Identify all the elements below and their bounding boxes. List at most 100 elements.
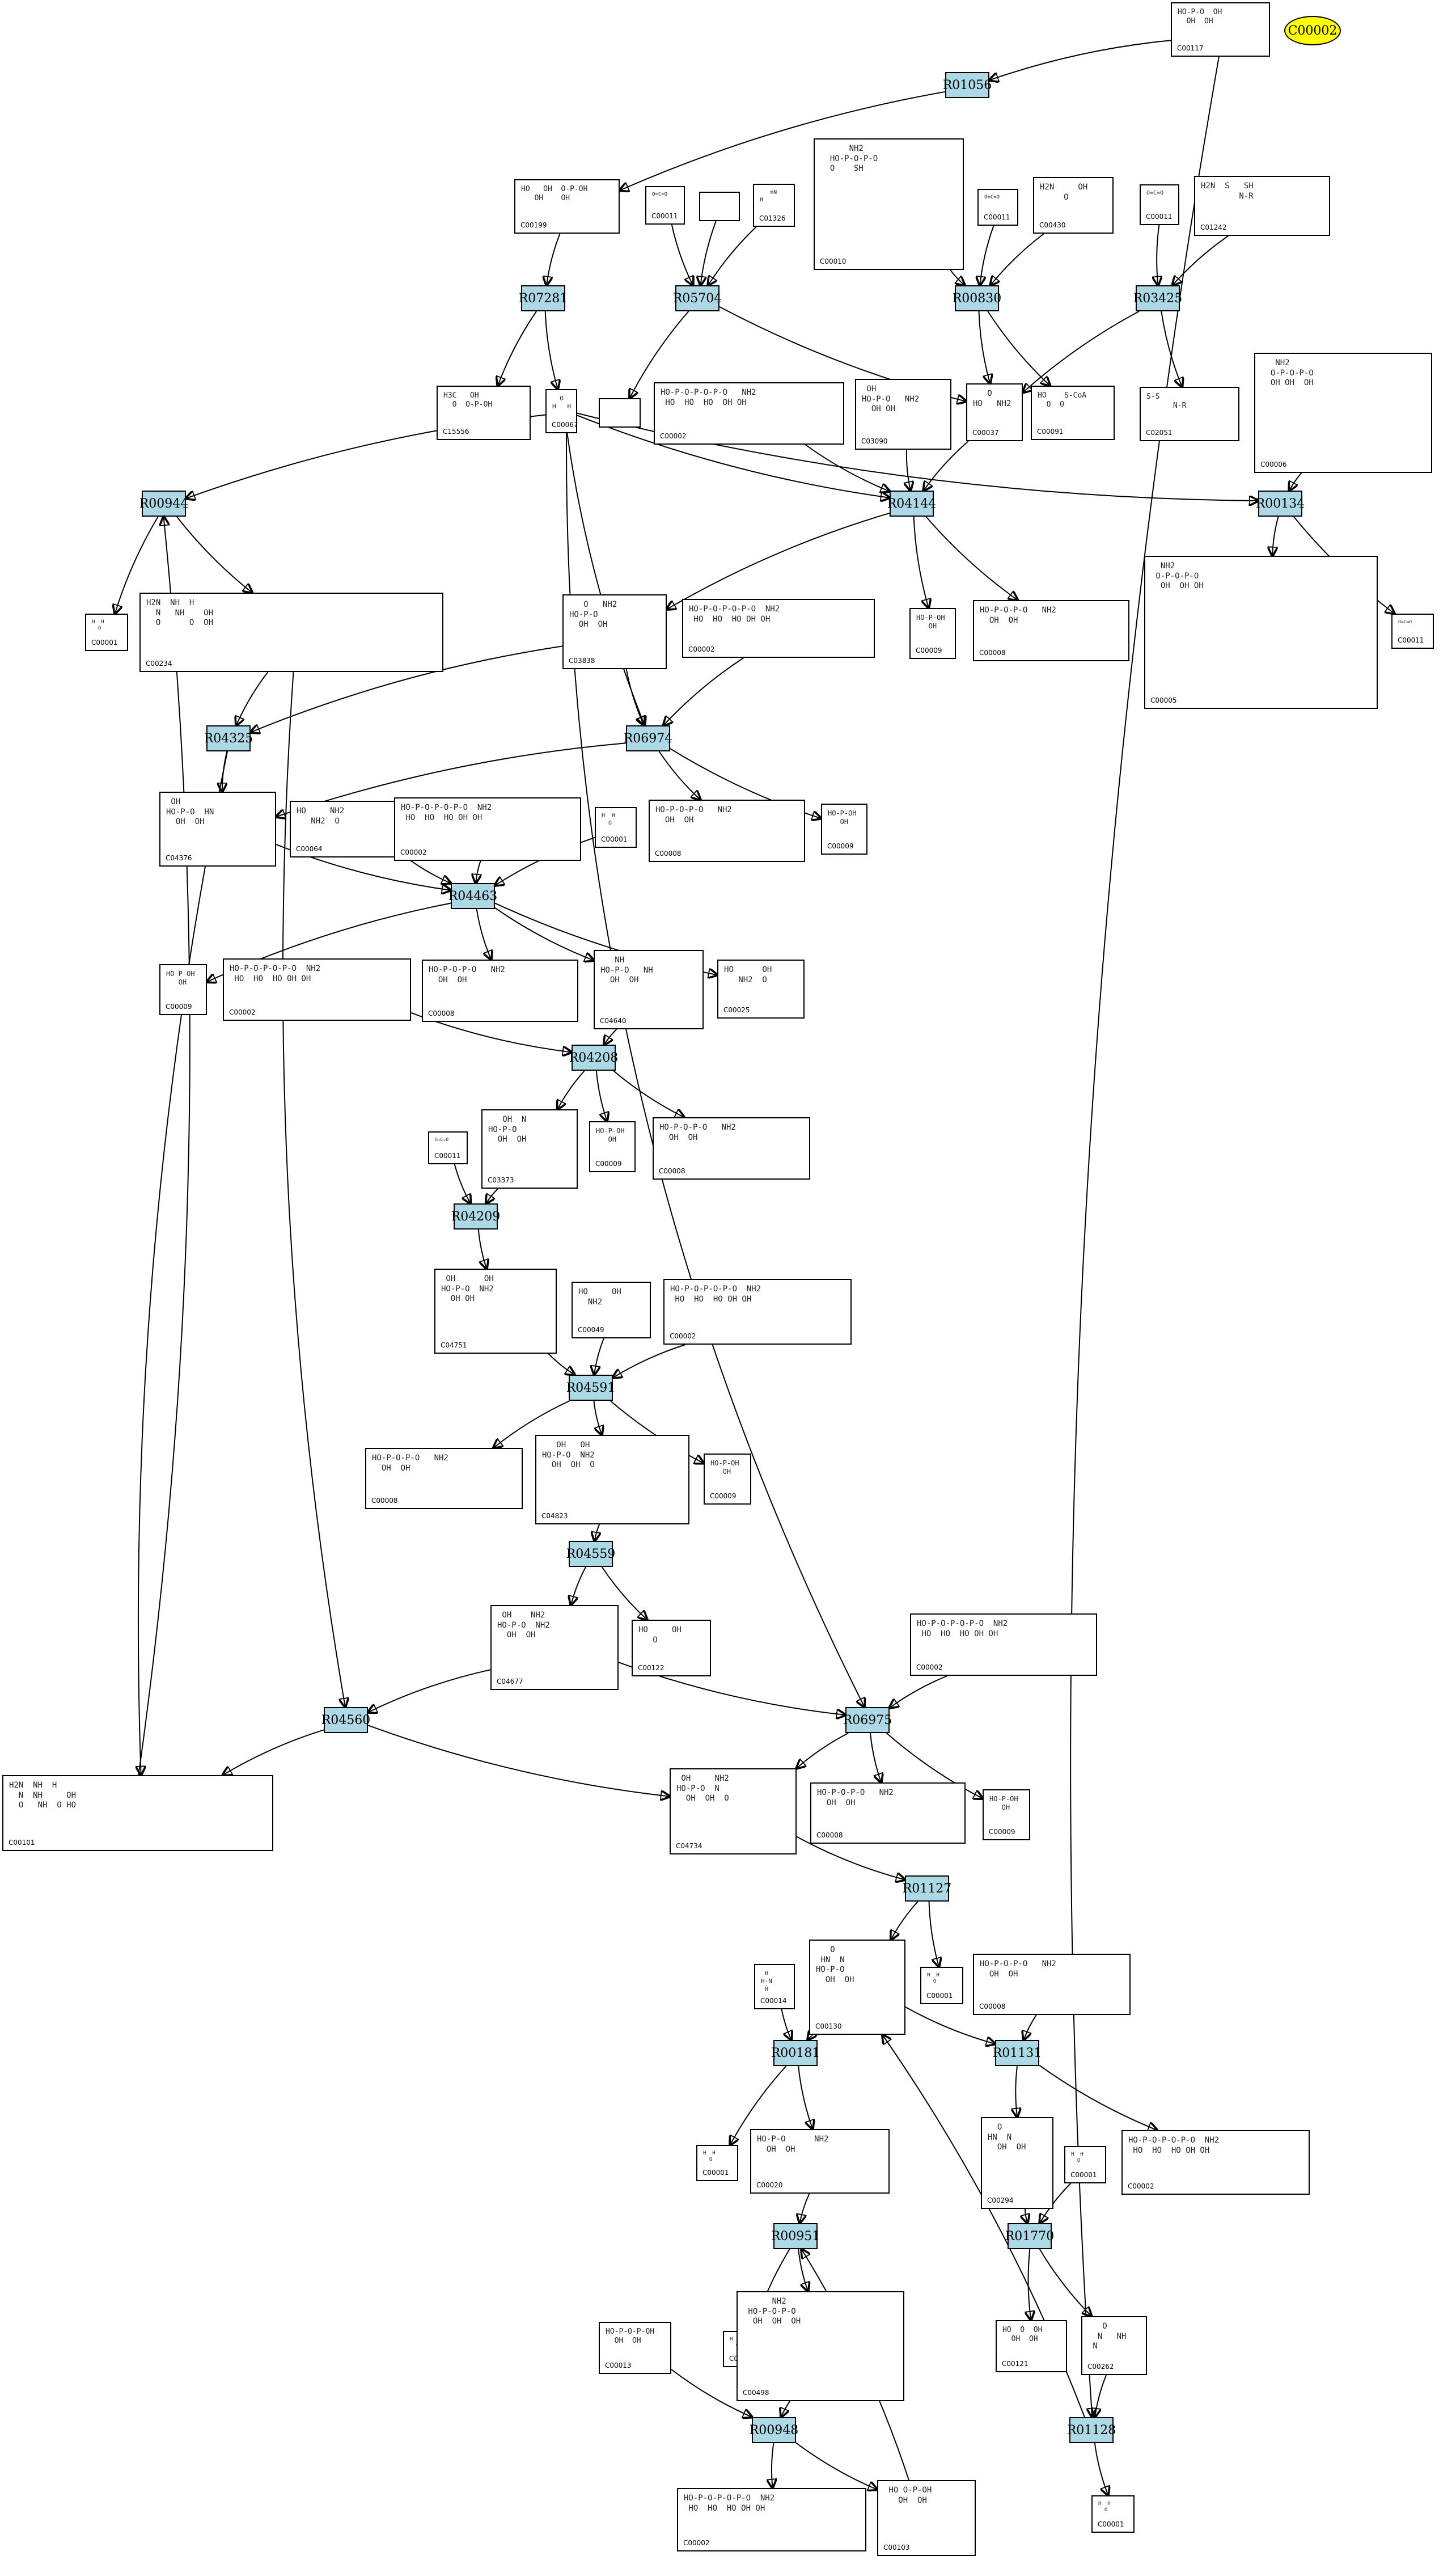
compound-id-label: C00001 <box>702 2169 729 2177</box>
edge-c37-R04208 <box>604 1029 617 1045</box>
reaction-R04560[interactable]: R04560 <box>321 1707 370 1733</box>
edge-R07281-c11 <box>498 311 537 386</box>
reaction-R01127[interactable]: R01127 <box>903 1875 951 1902</box>
reaction-R04144[interactable]: R04144 <box>887 491 936 517</box>
reaction-R00830[interactable]: R00830 <box>953 285 1001 311</box>
reaction-R00948[interactable]: R00948 <box>750 2417 798 2443</box>
reaction-R04208[interactable]: R04208 <box>569 1045 618 1071</box>
reaction-R07281[interactable]: R07281 <box>519 285 568 311</box>
reaction-R06975[interactable]: R06975 <box>843 1707 892 1733</box>
compound-structure: HO-P-O-P-OH OH OH <box>606 2327 655 2346</box>
reaction-R04559[interactable]: R04559 <box>566 1541 615 1567</box>
reaction-R03425[interactable]: R03425 <box>1133 285 1182 311</box>
reaction-R04325[interactable]: R04325 <box>204 725 253 751</box>
reaction-R01131[interactable]: R01131 <box>993 2040 1042 2066</box>
reaction-R04463[interactable]: R04463 <box>448 883 497 909</box>
reaction-R06974[interactable]: R06974 <box>624 725 672 751</box>
reaction-R05704[interactable]: R05704 <box>673 285 722 311</box>
reaction-R00951[interactable]: R00951 <box>771 2223 820 2249</box>
edge-R04560-c53 <box>367 1725 670 1796</box>
compound-node[interactable] <box>599 398 641 428</box>
reaction-R04209[interactable]: R04209 <box>451 1203 500 1230</box>
reaction-R00181[interactable]: R00181 <box>771 2040 820 2066</box>
reaction-R00134[interactable]: R00134 <box>1256 491 1305 517</box>
reaction-R00944[interactable]: R00944 <box>139 491 188 517</box>
compound-node[interactable] <box>699 192 740 221</box>
compound-structure: HO-P-O-P-O-P-O NH2 HO HO HO OH OH <box>917 1619 1008 1638</box>
reaction-R04591[interactable]: R04591 <box>566 1375 615 1401</box>
reaction-R01056[interactable]: R01056 <box>943 72 992 98</box>
reaction-R01770[interactable]: R01770 <box>1005 2223 1054 2249</box>
reaction-R01128[interactable]: R01128 <box>1067 2417 1116 2443</box>
